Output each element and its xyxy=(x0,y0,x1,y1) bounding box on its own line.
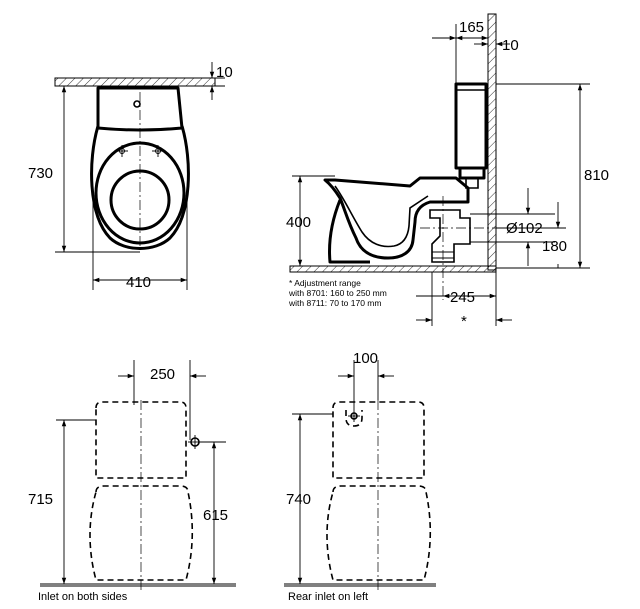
front-view-side-inlet xyxy=(188,435,202,449)
rear-view-inlet xyxy=(345,410,363,427)
rear-view-bowl xyxy=(326,485,432,581)
rear-view: 100 740 Rear inlet on left xyxy=(284,350,436,603)
top-view-width-label: 410 xyxy=(126,274,151,291)
adjustment-range-title: * Adjustment range xyxy=(289,278,361,288)
side-view-tank xyxy=(454,82,488,170)
side-view-tank-offset-label: 165 xyxy=(459,19,484,36)
top-view-flush-button xyxy=(133,100,141,108)
top-view-wall xyxy=(54,77,216,87)
side-view-wall-gap-label: 10 xyxy=(502,37,519,54)
side-view-seat-height-label: 400 xyxy=(286,214,311,231)
side-view-outlet-pipe xyxy=(429,209,471,263)
top-view-hinge-right xyxy=(152,145,164,157)
side-view-outlet-diameter-label: Ø102 xyxy=(506,220,543,237)
side-view: 165 10 810 400 Ø102 180 245 * xyxy=(286,13,609,330)
adjustment-range-8701: with 8701: 160 to 250 mm xyxy=(288,288,387,298)
rear-view-tank xyxy=(332,401,425,479)
top-view-gap-label: 10 xyxy=(216,64,233,81)
front-view-total-height-label: 715 xyxy=(28,491,53,508)
top-view-depth-label: 730 xyxy=(28,165,53,182)
side-view-bowl xyxy=(323,176,470,260)
side-view-outlet-height-label: 180 xyxy=(542,238,567,255)
side-view-outlet-distance-label: 245 xyxy=(450,289,475,306)
front-view-tank xyxy=(95,401,187,479)
top-view-hinge-left xyxy=(116,145,128,157)
front-view-inlet-height-label: 615 xyxy=(203,507,228,524)
front-view: 250 715 615 Inlet on both sides xyxy=(28,360,236,603)
front-view-caption: Inlet on both sides xyxy=(38,591,128,603)
top-view: 10 730 410 xyxy=(28,62,233,291)
side-view-asterisk-label: * xyxy=(461,313,467,330)
adjustment-range-8711: with 8711: 70 to 170 mm xyxy=(288,298,381,308)
rear-view-inlet-offset-label: 100 xyxy=(353,350,378,367)
rear-view-total-height-label: 740 xyxy=(286,491,311,508)
side-view-total-height-label: 810 xyxy=(584,167,609,184)
side-view-floor xyxy=(289,265,497,273)
front-view-inlet-width-label: 250 xyxy=(150,366,175,383)
rear-view-caption: Rear inlet on left xyxy=(288,591,368,603)
side-view-wall xyxy=(487,13,497,271)
top-view-bowl-outer xyxy=(90,125,190,250)
